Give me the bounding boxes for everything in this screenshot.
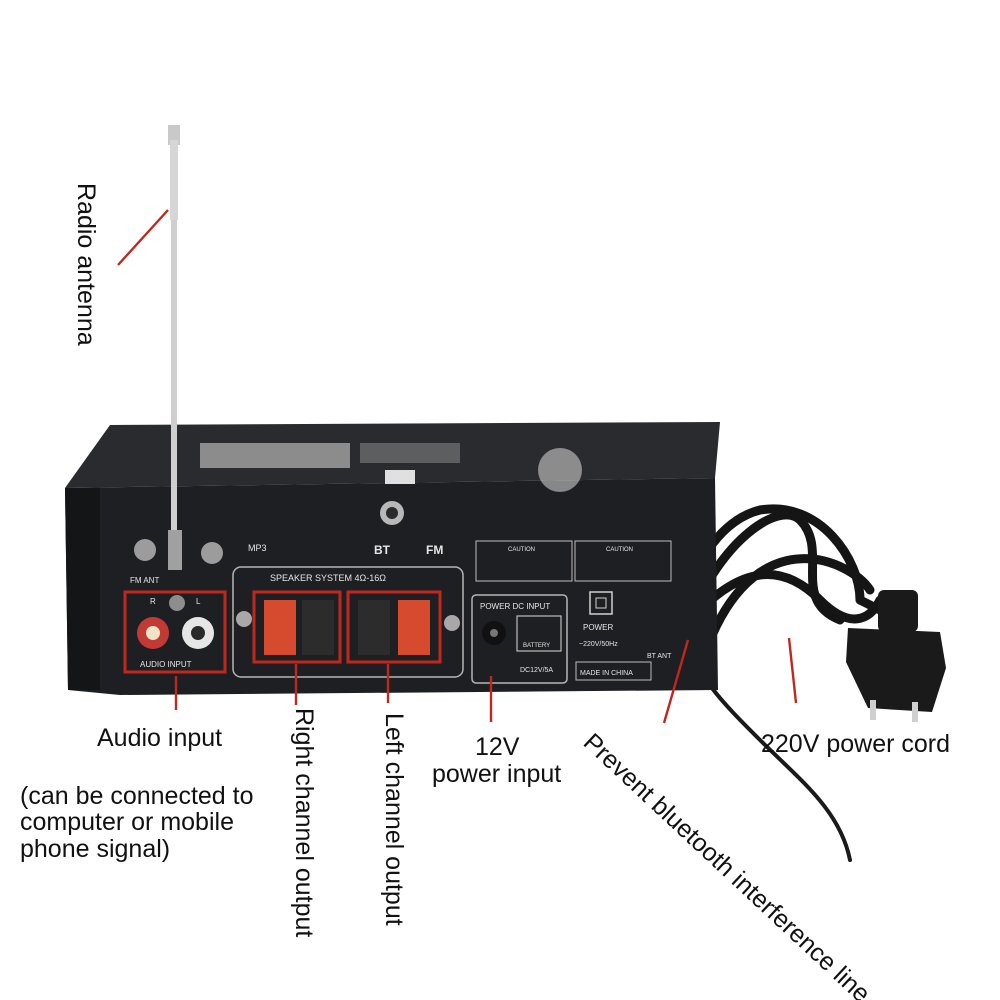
terminal-right-red[interactable] (264, 600, 296, 655)
radio-antenna-label: Radio antenna (72, 183, 100, 346)
made-in-china-label: MADE IN CHINA (580, 670, 633, 677)
fm-ant-label: FM ANT (130, 576, 159, 585)
mp3-logo: MP3 (248, 543, 267, 553)
antenna (168, 125, 182, 570)
l-label: L (196, 597, 201, 606)
audio-input-annotation: Audio input (97, 724, 223, 752)
terminal-right-black[interactable] (302, 600, 334, 655)
annotation-lines (117, 209, 798, 724)
caution-label-2: CAUTION (606, 547, 633, 553)
power-cord-annotation: 220V power cord (761, 730, 951, 758)
battery-label: BATTERY (523, 643, 550, 649)
caution-label-1: CAUTION (508, 547, 535, 553)
speaker-system-label: SPEAKER SYSTEM 4Ω-16Ω (270, 573, 386, 583)
audio-input-note: (can be connected to computer or mobile … (20, 782, 254, 863)
bt-label: BT (374, 543, 391, 557)
left-channel-annotation: Left channel output (380, 713, 408, 926)
ac-rating-label: ~220V/50Hz (579, 641, 618, 648)
audio-input-label: AUDIO INPUT (140, 660, 192, 669)
power-plug (846, 590, 946, 722)
power-input-12v: 12V (475, 733, 520, 761)
terminal-left-black[interactable] (358, 600, 390, 655)
bt-ant-label: BT ANT (647, 653, 672, 660)
right-channel-annotation: Right channel output (290, 708, 318, 938)
r-label: R (150, 597, 156, 606)
power-label: POWER (583, 623, 613, 632)
power-input-label: power input (432, 760, 562, 788)
dc-rating-label: DC12V/5A (520, 667, 553, 674)
terminal-left-red[interactable] (398, 600, 430, 655)
power-dc-input-label: POWER DC INPUT (480, 602, 550, 611)
fm-label: FM (426, 543, 443, 557)
power-cord (675, 504, 885, 645)
chassis-back-panel (65, 478, 718, 695)
